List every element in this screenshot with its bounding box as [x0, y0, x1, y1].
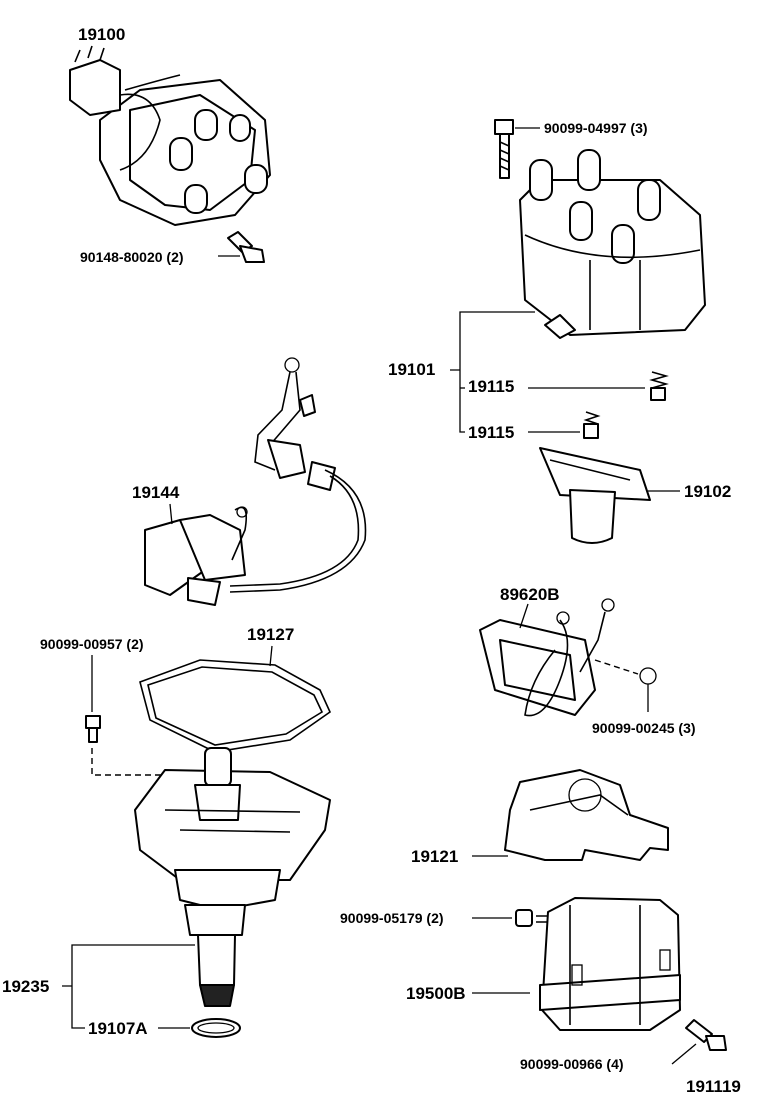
coil-screw-drawing-1 — [515, 909, 548, 927]
label-housing-gasket: 19127 — [247, 625, 294, 644]
label-cap-screw: 90099-04997 (3) — [544, 120, 648, 136]
label-igniter: 89620B — [500, 585, 560, 604]
dust-cover-drawing — [504, 769, 669, 861]
cap-screw-drawing — [494, 119, 514, 179]
label-distributor-cap: 19101 — [388, 360, 435, 379]
label-cap-contact-spring-2: 19115 — [468, 423, 514, 442]
label-coil-screw-1: 90099-05179 (2) — [340, 910, 444, 926]
distributor-bolt-drawing — [227, 231, 265, 263]
cap-spring-drawing-1 — [649, 371, 669, 401]
label-wire-harness: 19144 — [132, 483, 180, 502]
label-dust-cover: 19121 — [411, 847, 458, 866]
wire-harness-drawing — [144, 357, 367, 606]
label-rotor: 19102 — [684, 482, 731, 501]
label-housing-screw: 90099-00957 (2) — [40, 636, 144, 652]
igniter-screw-drawing — [639, 667, 657, 685]
label-housing-assembly: 19235 — [2, 977, 49, 996]
housing-gasket-drawing — [139, 659, 332, 753]
label-coil-screw-2: 90099-00966 (4) — [520, 1056, 624, 1072]
label-ignition-coil: 19500B — [406, 984, 466, 1003]
housing-assembly-drawing — [134, 747, 331, 1007]
igniter-drawing — [479, 598, 615, 717]
label-o-ring: 19107A — [88, 1019, 148, 1038]
o-ring-drawing — [191, 1018, 241, 1038]
label-distributor-assembly: 19100 — [78, 25, 125, 44]
cap-spring-drawing-2 — [583, 411, 601, 439]
label-cap-contact-spring-1: 19115 — [468, 377, 514, 396]
ignition-coil-drawing — [539, 897, 681, 1031]
distributor-cap-drawing — [519, 149, 706, 339]
coil-screw-drawing-2 — [685, 1019, 727, 1051]
distributor-assembly-drawing — [69, 45, 271, 226]
rotor-drawing — [539, 447, 651, 544]
label-igniter-screw: 90099-00245 (3) — [592, 720, 696, 736]
label-distributor-bolt: 90148-80020 (2) — [80, 249, 184, 265]
housing-screw-drawing — [85, 715, 101, 743]
diagram-number: 191119 — [686, 1077, 741, 1096]
